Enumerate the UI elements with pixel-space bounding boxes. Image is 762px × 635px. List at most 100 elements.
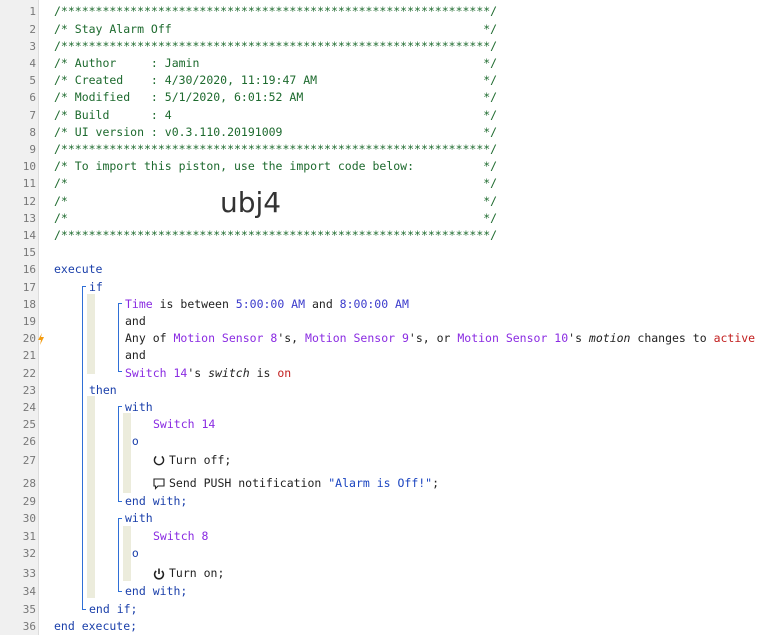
line-number: 1 <box>29 5 36 18</box>
code-line: 1 /**************************************… <box>0 3 762 20</box>
line-number: 33 <box>22 567 36 580</box>
line-number: 11 <box>22 177 36 191</box>
device-switch-14[interactable]: Switch 14 <box>153 417 216 432</box>
and-operator[interactable]: and <box>125 314 146 328</box>
code-line: 24 with <box>0 399 762 416</box>
with-keyword[interactable]: with <box>125 511 153 526</box>
line-number: 24 <box>22 401 36 414</box>
ui-version-comment: /* UI version : v0.3.110.20191009 */ <box>54 124 498 139</box>
trigger-bolt-icon <box>38 333 44 346</box>
condition-switch[interactable]: Switch 14's switch is on <box>125 365 291 382</box>
end-execute-keyword[interactable]: end execute; <box>54 618 138 633</box>
code-line: 35 end if; <box>0 601 762 618</box>
line-number: 17 <box>22 280 36 294</box>
build-comment: /* Build : 4 */ <box>54 107 498 122</box>
end-if-keyword[interactable]: end if; <box>89 601 138 616</box>
code-line: 27 Turn off; <box>0 452 762 469</box>
end-with-keyword[interactable]: end with; <box>125 584 188 599</box>
separator-text: 's <box>187 365 209 380</box>
code-line: 6/* Modified : 5/1/2020, 6:01:52 AM */ <box>0 89 762 106</box>
with-block-bracket <box>118 406 119 502</box>
if-keyword[interactable]: if <box>89 279 103 294</box>
line-number: 22 <box>22 366 36 380</box>
command-text: Turn on; <box>169 566 225 580</box>
line-number: 5 <box>29 74 36 88</box>
line-number: 23 <box>22 383 36 397</box>
comment-text: /***************************************… <box>54 228 498 242</box>
line-number: 28 <box>22 477 36 490</box>
line-number: 15 <box>22 246 36 260</box>
line-number: 18 <box>22 297 36 311</box>
condition-motion[interactable]: Any of Motion Sensor 8's, Motion Sensor … <box>125 330 755 347</box>
code-line: 8 /* UI version : v0.3.110.20191009 */ <box>0 124 762 141</box>
line-number: 4 <box>29 57 36 70</box>
code-line: 13/* */ <box>0 210 762 227</box>
command-send-push[interactable]: Send PUSH notification "Alarm is Off!"; <box>153 475 439 492</box>
bracket-tick <box>82 286 86 287</box>
attribute-motion: motion <box>588 331 631 346</box>
comment-text: /***************************************… <box>54 4 498 18</box>
with-block-bracket <box>118 518 119 592</box>
command-text: Send PUSH notification <box>169 476 329 490</box>
code-line: 7/* Build : 4 */ <box>0 107 762 124</box>
code-line: 10/* To import this piston, use the impo… <box>0 158 762 175</box>
line-number: 20 <box>22 332 36 346</box>
separator-text: 's, or <box>408 331 458 346</box>
line-number: 16 <box>22 263 36 277</box>
device-switch-8[interactable]: Switch 8 <box>153 528 209 543</box>
code-line: 5 /* Created : 4/30/2020, 11:19:47 AM */ <box>0 72 762 89</box>
code-line: 25 Switch 14 <box>0 416 762 433</box>
bracket-tick <box>118 518 122 519</box>
bracket-tick <box>118 591 122 592</box>
device-motion-sensor-10: Motion Sensor 10 <box>457 331 569 346</box>
with-keyword[interactable]: with <box>125 400 153 414</box>
execute-keyword[interactable]: execute <box>54 262 103 277</box>
device-motion-sensor-9: Motion Sensor 9 <box>305 331 409 346</box>
code-line: 20 Any of Motion Sensor 8's, Motion Sens… <box>0 330 762 347</box>
code-line: 18 Time is between 5:00:00 AM and 8:00:00… <box>0 296 762 313</box>
end-with-keyword[interactable]: end with; <box>125 494 188 509</box>
line-number: 35 <box>22 602 36 616</box>
command-text: Turn off; <box>169 452 232 467</box>
line-number: 8 <box>29 125 36 139</box>
piston-title-comment: /* Stay Alarm Off */ <box>54 21 498 36</box>
start-time-value: 5:00:00 AM <box>235 296 306 311</box>
bracket-tick <box>118 371 122 372</box>
indent-guide <box>123 526 131 581</box>
command-turn-off[interactable]: Turn off; <box>153 452 231 469</box>
separator-text: 's <box>568 331 589 346</box>
comparison-text: changes to <box>630 331 714 346</box>
then-keyword[interactable]: then <box>89 382 117 397</box>
line-number: 6 <box>29 91 36 105</box>
code-line: 12/* */ <box>0 193 762 210</box>
line-number: 10 <box>22 160 36 174</box>
comment-text: /* */ <box>54 176 498 191</box>
line-number: 3 <box>29 39 36 53</box>
line-number: 25 <box>22 418 36 432</box>
code-line: 3/**************************************… <box>0 38 762 55</box>
time-operand: Time <box>125 296 153 311</box>
created-comment: /* Created : 4/30/2020, 11:19:47 AM */ <box>54 73 498 88</box>
code-line: 28 Send PUSH notification "Alarm is Off!… <box>0 475 762 492</box>
command-turn-on[interactable]: Turn on; <box>153 565 224 582</box>
power-on-icon <box>153 568 165 580</box>
line-number: 32 <box>22 546 36 560</box>
bracket-tick <box>118 501 122 502</box>
separator-text: 's, <box>277 331 306 346</box>
comment-text: /* */ <box>54 193 498 208</box>
line-number: 26 <box>22 435 36 449</box>
end-time-value: 8:00:00 AM <box>339 296 409 311</box>
code-line: 22 Switch 14's switch is on <box>0 365 762 382</box>
condition-time[interactable]: Time is between 5:00:00 AM and 8:00:00 A… <box>125 296 409 313</box>
condition-bracket <box>118 303 119 372</box>
indent-guide <box>123 450 131 493</box>
device-switch-14: Switch 14 <box>125 365 188 380</box>
line-number: 14 <box>22 229 36 242</box>
indent-guide <box>87 294 95 374</box>
and-operator[interactable]: and <box>125 348 146 363</box>
